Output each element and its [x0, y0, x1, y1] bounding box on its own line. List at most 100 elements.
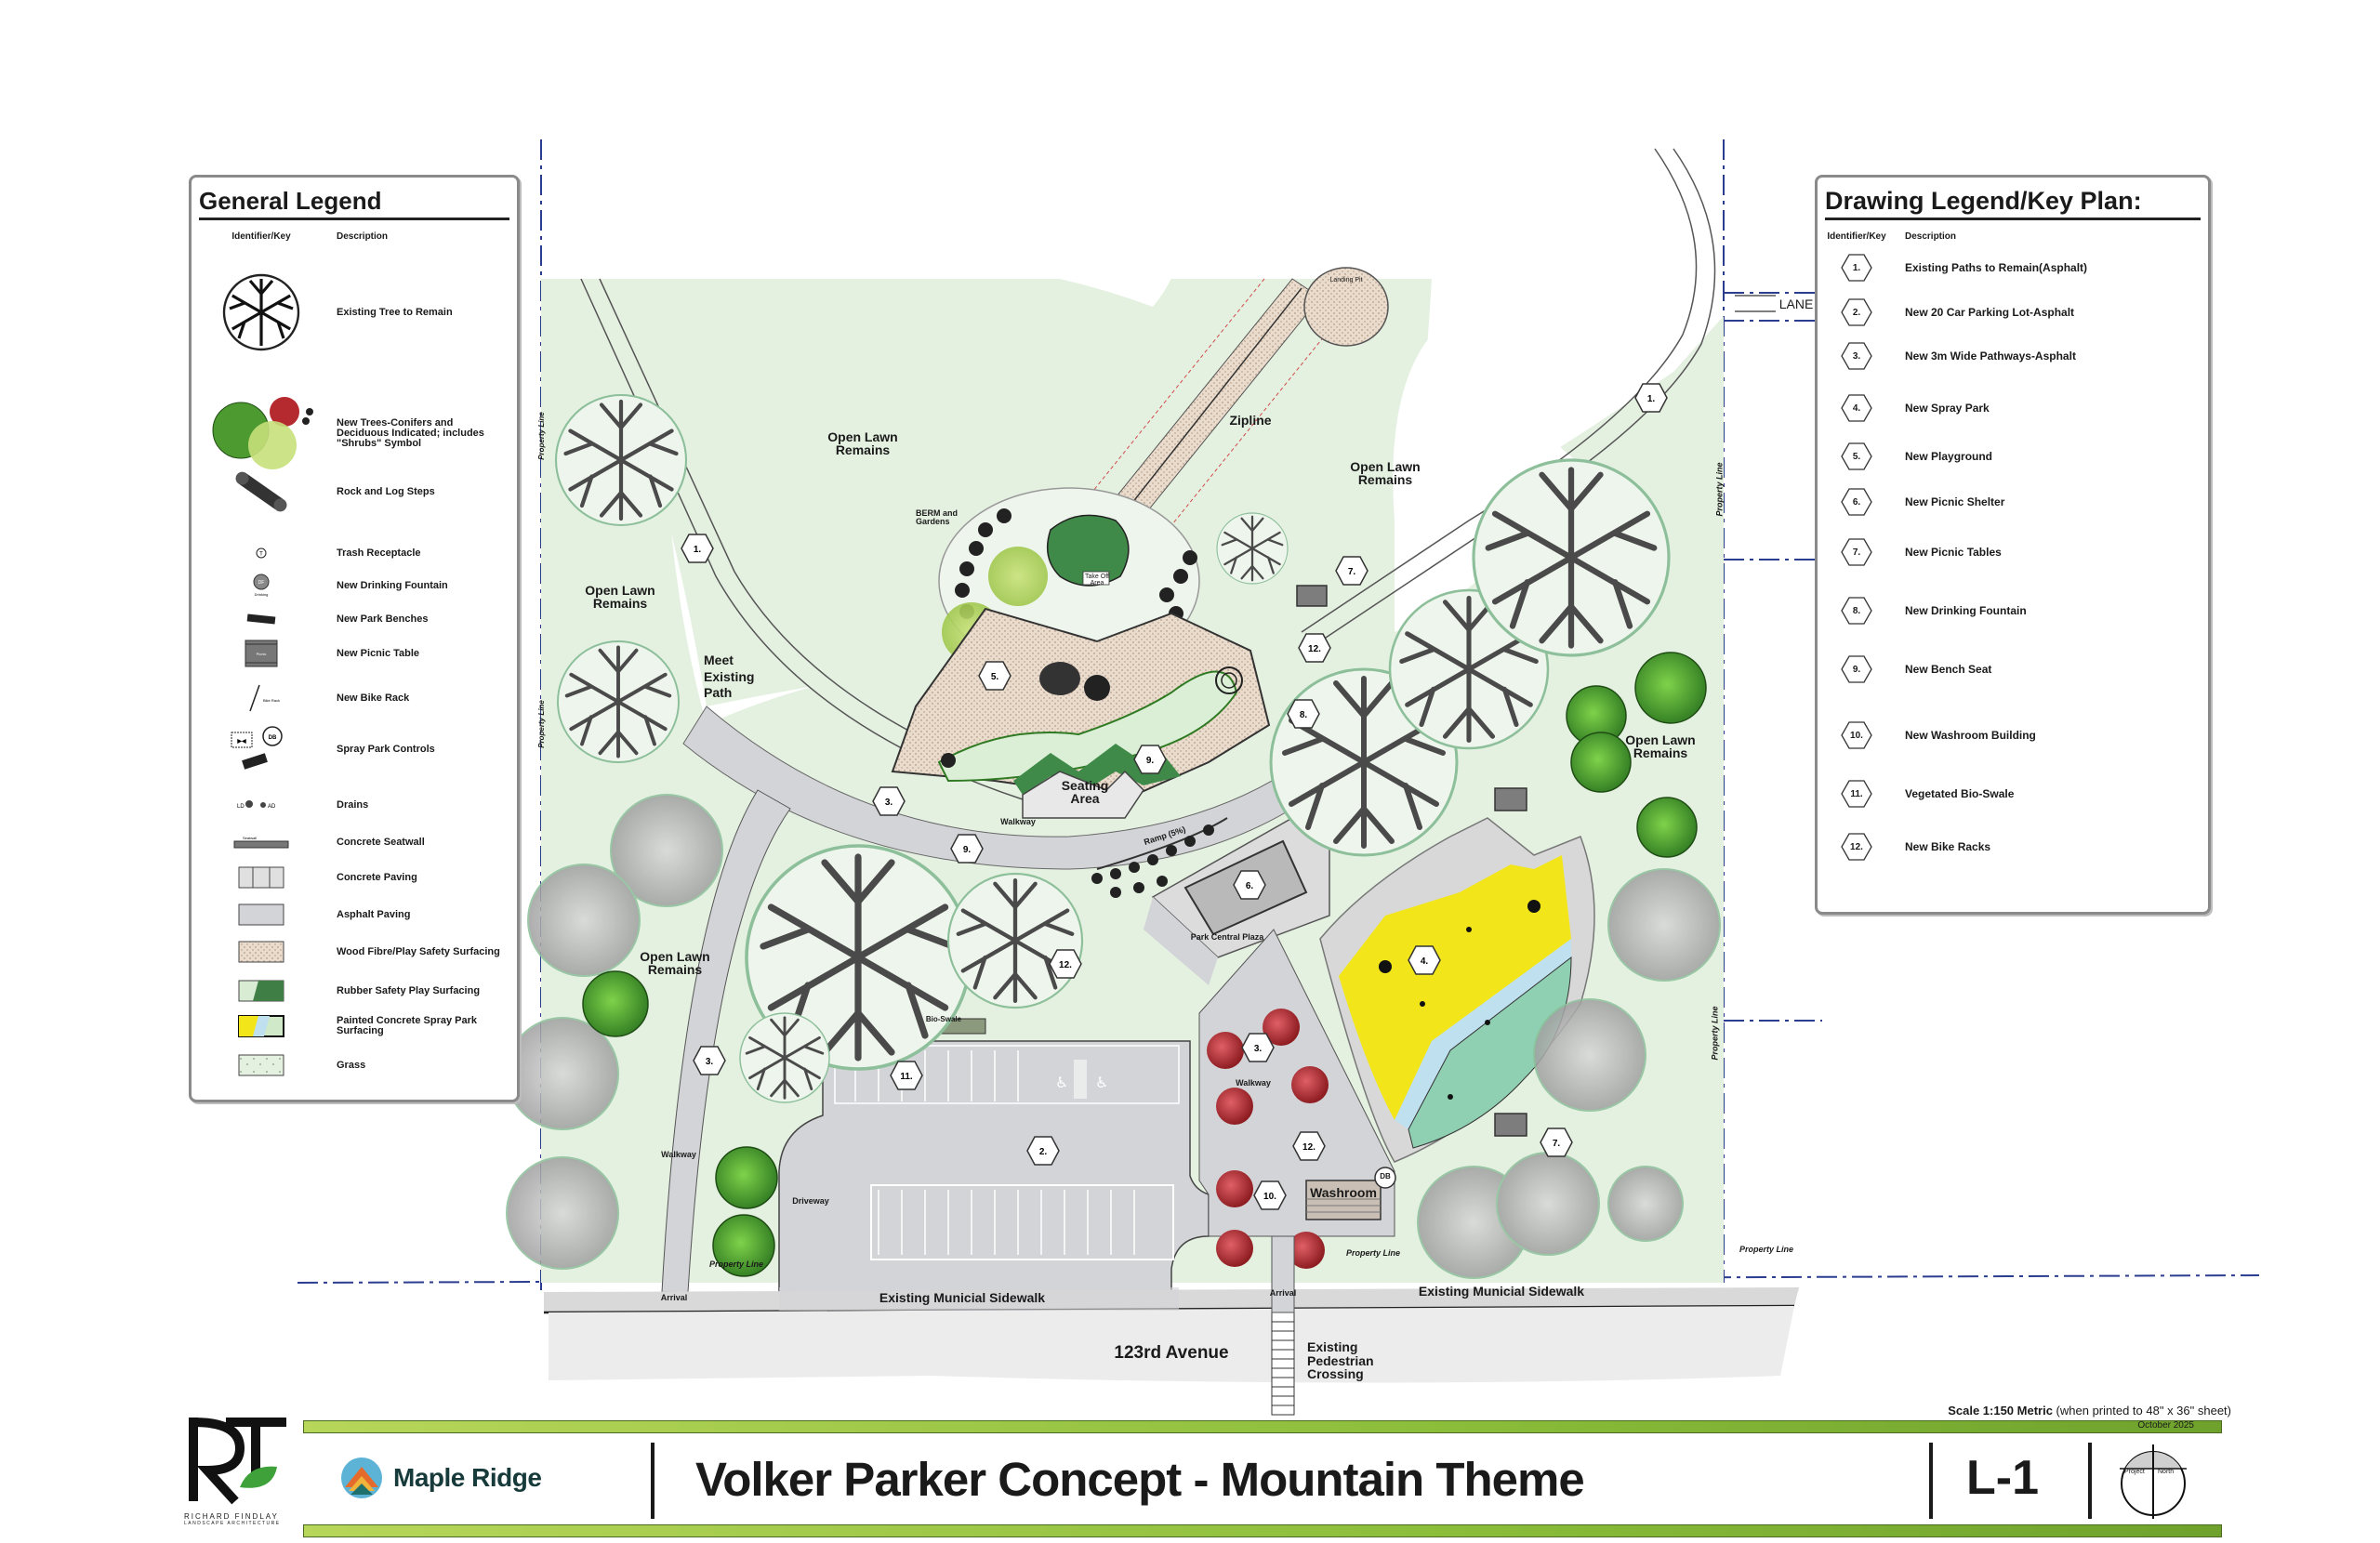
bike-rack-icon: Bike Rack — [249, 684, 280, 712]
firm-subtitle: LANDSCAPE ARCHITECTURE — [184, 1521, 281, 1526]
svg-text:2.: 2. — [1039, 1147, 1048, 1157]
general-legend-title: General Legend — [199, 187, 509, 220]
label-property-line: Property Line — [537, 700, 546, 748]
label-walkway: Walkway — [661, 1150, 696, 1159]
drawing-legend: Drawing Legend/Key Plan: Identifier/Key … — [1815, 175, 2211, 915]
park-bench-icon — [246, 613, 276, 625]
svg-text:9.: 9. — [1146, 756, 1155, 766]
hex-markers: 1. 1. 3. 3. 3. 2. 11. 5. 9. 9. 12. 12. 1… — [681, 383, 1668, 1210]
label-driveway: Driveway — [792, 1196, 829, 1206]
label-take-off: Take Off Area — [1085, 574, 1109, 587]
label-property-line: Property Line — [1714, 462, 1725, 517]
rock-log-steps-icon — [235, 471, 287, 512]
svg-text:4.: 4. — [1421, 956, 1429, 967]
key-item: 7.New Picnic Tables — [1818, 538, 2002, 566]
label-walkway: Walkway — [1236, 1078, 1271, 1088]
legend-item: Concrete Paving — [192, 864, 517, 891]
sheet-number: L-1 — [1966, 1451, 2039, 1505]
svg-text:9.: 9. — [963, 845, 972, 855]
key-item: 9.New Bench Seat — [1818, 655, 1991, 683]
legend-item: New Park Benches — [192, 605, 517, 633]
rf-monogram-icon — [189, 1418, 286, 1505]
new-deciduous-trees — [1207, 1009, 1329, 1269]
hex-marker-icon: 4. — [1841, 394, 1872, 422]
key-item: 8.New Drinking Fountain — [1818, 597, 2027, 625]
svg-text:DB: DB — [269, 735, 277, 741]
spray-park — [1319, 817, 1595, 1163]
new-trees-icon — [212, 397, 313, 469]
svg-text:7.: 7. — [1553, 1139, 1561, 1149]
svg-text:12.: 12. — [1308, 644, 1321, 654]
firm-logo: RICHARD FINDLAY LANDSCAPE ARCHITECTURE — [184, 1413, 296, 1543]
key-item: 1.Existing Paths to Remain(Asphalt) — [1818, 254, 2087, 282]
svg-text:6.: 6. — [1246, 881, 1254, 891]
rubber-surfacing-icon — [238, 980, 284, 1002]
picnic-table-icon: Picnic — [245, 640, 278, 667]
label-open-lawn: Open Lawn Remains — [640, 949, 710, 977]
hex-marker-icon: 7. — [1841, 538, 1872, 566]
washroom-building — [1305, 1180, 1382, 1220]
date: October 2025 — [2137, 1420, 2194, 1431]
wood-fibre-icon — [238, 941, 284, 963]
svg-text:T: T — [259, 552, 263, 558]
svg-text:8.: 8. — [1300, 710, 1308, 720]
general-legend: General Legend Identifier/Key Descriptio… — [189, 175, 520, 1102]
svg-text:1.: 1. — [1647, 394, 1656, 404]
label-berm: BERM and Gardens — [916, 508, 958, 526]
key-item: 6.New Picnic Shelter — [1818, 488, 2004, 516]
trash-receptacle-icon: T — [256, 547, 267, 559]
label-seating-area: Seating Area — [1061, 778, 1109, 806]
key-item: 5.New Playground — [1818, 442, 1992, 470]
label-walkway: Walkway — [1000, 817, 1036, 826]
hex-marker-icon: 8. — [1841, 597, 1872, 625]
svg-text:5.: 5. — [991, 672, 999, 682]
legend-item: Seatwall Concrete Seatwall — [192, 828, 517, 856]
label-zipline: Zipline — [1229, 413, 1272, 428]
key-item: 11.Vegetated Bio-Swale — [1818, 780, 2014, 808]
separator — [1929, 1443, 1933, 1519]
scale-note: Scale 1:150 Metric (when printed to 48" … — [1948, 1404, 2231, 1418]
svg-text:Picnic: Picnic — [257, 652, 267, 656]
legend-item: ▶◀DB Spray Park Controls — [192, 721, 517, 777]
title-bar-bottom — [303, 1524, 2222, 1537]
legend-item: New Trees-Conifers and Deciduous Indicat… — [192, 391, 517, 475]
separator — [2088, 1443, 2092, 1519]
new-conifers — [582, 652, 1707, 1277]
legend-item: Existing Tree to Remain — [192, 270, 517, 354]
svg-text:3.: 3. — [706, 1057, 714, 1067]
legend-item: Asphalt Paving — [192, 901, 517, 929]
legend-item: Wood Fibre/Play Safety Surfacing — [192, 938, 517, 966]
svg-text:11.: 11. — [900, 1072, 913, 1082]
svg-text:3.: 3. — [1254, 1044, 1263, 1054]
svg-text:1.: 1. — [694, 545, 702, 555]
key-item: 3.New 3m Wide Pathways-Asphalt — [1818, 342, 2076, 370]
key-item: 12.New Bike Racks — [1818, 833, 1990, 861]
north-arrow: Project North — [2116, 1441, 2190, 1519]
label-property-line: Property Line — [708, 1259, 763, 1269]
label-property-line: Property Line — [537, 412, 546, 460]
label-avenue: 123rd Avenue — [1114, 1343, 1229, 1363]
label-db: DB — [1380, 1172, 1391, 1180]
label-open-lawn: Open Lawn Remains — [585, 583, 655, 611]
picnic-table — [1296, 585, 1328, 607]
drawing-legend-header: Identifier/Key Description — [1827, 231, 1957, 242]
svg-text:DF: DF — [258, 580, 265, 586]
label-open-lawn: Open Lawn Remains — [1625, 732, 1696, 760]
asphalt-paving-icon — [238, 903, 284, 926]
firm-name: RICHARD FINDLAY — [184, 1512, 279, 1521]
label-park-central-plaza: Park Central Plaza — [1190, 932, 1264, 942]
hex-marker-icon: 9. — [1841, 655, 1872, 683]
seating-area — [1022, 770, 1144, 819]
svg-text:12.: 12. — [1302, 1142, 1316, 1153]
concrete-seatwall-icon: Seatwall — [233, 836, 289, 849]
hex-marker-icon: 10. — [1841, 721, 1872, 749]
key-item: 4.New Spray Park — [1818, 394, 1990, 422]
label-meet-path: Meet Existing Path — [704, 653, 755, 700]
spray-park-surfacing-icon — [238, 1015, 284, 1037]
hex-marker-icon: 12. — [1841, 833, 1872, 861]
concrete-paving-icon — [238, 866, 284, 889]
